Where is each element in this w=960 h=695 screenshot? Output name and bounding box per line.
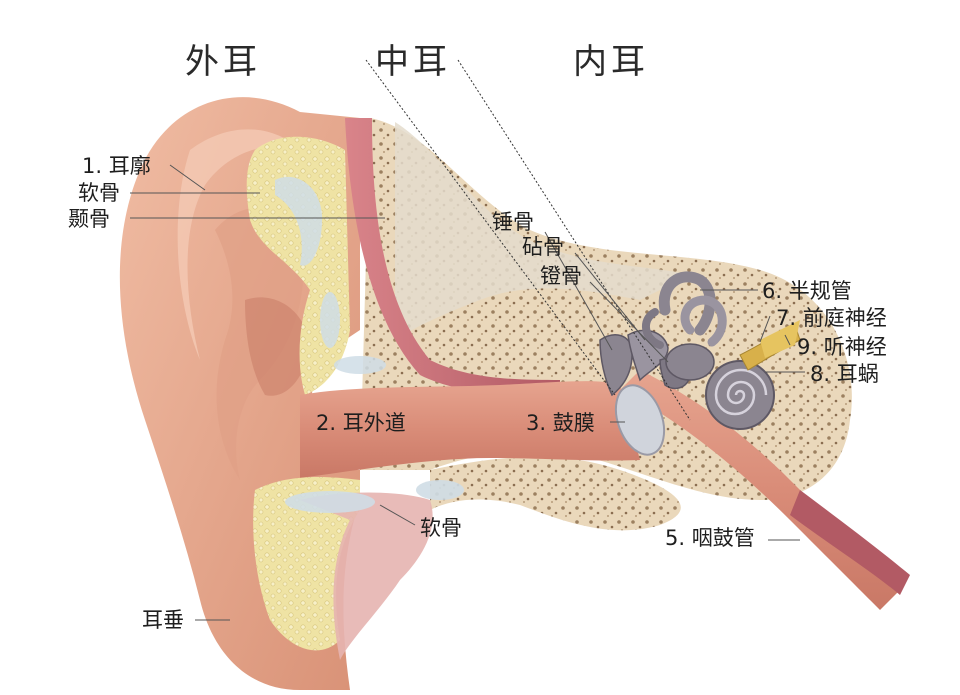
upper-muscle-band <box>345 118 560 395</box>
label-auricle: 1. 耳廓 <box>82 154 151 178</box>
label-malleus: 锤骨 <box>492 210 534 234</box>
region-title-middle-ear: 中耳 <box>375 42 451 82</box>
leader-incus <box>574 252 646 341</box>
lower-muscle <box>300 492 433 660</box>
leader-auricle <box>169 164 206 191</box>
leader-vestibular <box>759 315 771 343</box>
lower-cartilage-highlight <box>285 491 375 513</box>
leader-lines <box>130 164 805 621</box>
label-vestibular-nerve: 7. 前庭神经 <box>776 306 887 330</box>
label-eustachian-tube: 5. 咽鼓管 <box>665 526 755 550</box>
tube-muscle <box>790 490 910 595</box>
leader-malleus <box>544 231 613 351</box>
label-cartilage-top: 软骨 <box>78 181 120 205</box>
label-eardrum: 3. 鼓膜 <box>526 411 595 435</box>
leader-auditory <box>784 334 791 346</box>
vestibule <box>665 343 715 381</box>
cochlea-spiral <box>714 368 768 416</box>
eardrum-membrane <box>614 384 666 456</box>
region-title-inner-ear: 内耳 <box>573 42 649 82</box>
label-cochlea: 8. 耳蜗 <box>810 362 879 386</box>
semicircular-canal-1 <box>658 271 716 336</box>
region-title-outer-ear: 外耳 <box>185 42 261 82</box>
label-temporal-bone: 颞骨 <box>68 207 110 231</box>
cartilage-highlight-3 <box>334 356 386 374</box>
semicircular-canal-3 <box>642 308 664 349</box>
eustachian-tube <box>620 370 900 610</box>
divider-outer-middle <box>365 59 616 396</box>
leader-cartilage-bottom <box>379 504 416 526</box>
nerve-bundle <box>760 320 800 358</box>
label-incus: 砧骨 <box>522 235 564 259</box>
bone-cavity <box>395 122 690 340</box>
lower-bone <box>430 456 681 531</box>
semicircular-canal-2 <box>680 295 727 347</box>
lower-cartilage <box>253 477 360 651</box>
lower-cartilage-highlight-2 <box>416 480 464 500</box>
ear-canal <box>300 381 640 478</box>
label-semicircular-canals: 6. 半规管 <box>762 279 852 303</box>
label-ear-canal: 2. 耳外道 <box>316 411 406 435</box>
malleus-bone <box>599 334 633 397</box>
label-cartilage-bottom: 软骨 <box>420 516 462 540</box>
leader-stapes <box>589 281 669 363</box>
label-stapes: 镫骨 <box>540 264 582 288</box>
concha <box>245 297 310 396</box>
cartilage-highlight-2 <box>320 292 340 348</box>
divider-middle-inner <box>457 59 691 421</box>
label-auditory-nerve: 9. 听神经 <box>797 335 887 359</box>
label-earlobe: 耳垂 <box>142 608 184 632</box>
cartilage-highlight <box>275 176 323 266</box>
helix-fold <box>177 129 300 360</box>
